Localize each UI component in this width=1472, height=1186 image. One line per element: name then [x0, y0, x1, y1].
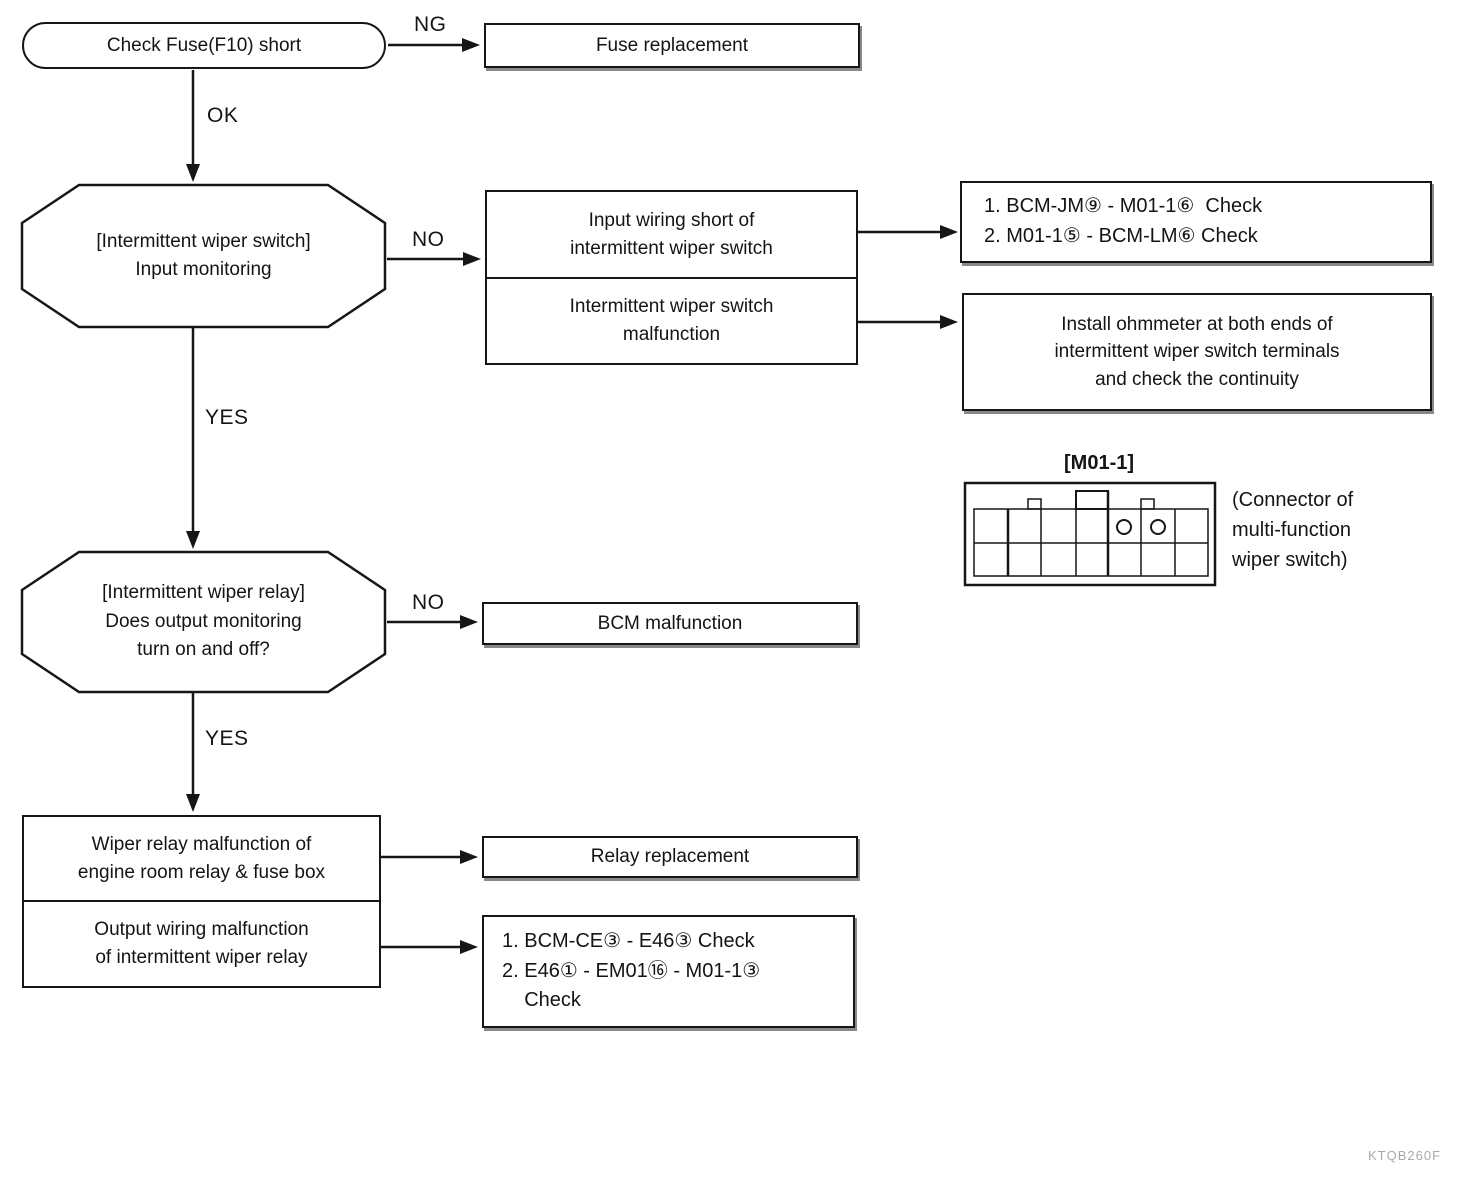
node-relay-replacement-label: Relay replacement [590, 846, 750, 868]
flow-arrows [186, 38, 958, 954]
check-input-wiring-line-1: 1. BCM-JM⑨ - M01-1⑥ Check [984, 195, 1263, 218]
node-check-input-wiring: 1. BCM-JM⑨ - M01-1⑥ Check 2. M01-1⑤ - BC… [960, 181, 1432, 263]
node-wiper-relay-malfunction-label: Wiper relay malfunction of engine room r… [77, 833, 326, 883]
node-input-monitoring-label: [Intermittent wiper switch] Input monito… [96, 230, 311, 281]
connector-title: [M01-1] [1064, 452, 1135, 474]
node-output-wiring-malfunction-label: Output wiring malfunction of intermitten… [94, 919, 309, 968]
check-input-wiring-line-2: 2. M01-1⑤ - BCM-LM⑥ Check [984, 225, 1258, 247]
node-check-fuse-label: Check Fuse(F10) short [106, 34, 302, 56]
node-input-wiring-short-label: Input wiring short of intermittent wiper… [570, 209, 773, 259]
node-relay-replacement: Relay replacement [482, 836, 858, 878]
check-output-wiring-line-3: Check [502, 989, 581, 1012]
node-output-wiring-malfunction: Output wiring malfunction of intermitten… [22, 900, 381, 988]
node-input-wiring-short: Input wiring short of intermittent wiper… [485, 190, 858, 279]
edge-label-ng: NG [414, 13, 447, 36]
connector-caption: (Connector of multi-function wiper switc… [1232, 489, 1354, 571]
edge-label-ok: OK [207, 104, 239, 127]
edge-label-no-relay: NO [412, 591, 445, 614]
node-switch-malfunction-label: Intermittent wiper switch malfunction [569, 296, 774, 345]
node-ohmmeter-label: Install ohmmeter at both ends of intermi… [1054, 313, 1340, 390]
edge-label-yes-relay: YES [205, 727, 249, 750]
edge-label-yes-input: YES [205, 406, 249, 429]
node-bcm-malfunction-label: BCM malfunction [597, 612, 743, 634]
figure-code: KTQB260F [1368, 1148, 1442, 1163]
node-output-monitoring: [Intermittent wiper relay] Does output m… [22, 552, 385, 692]
check-output-wiring-line-1: 1. BCM-CE③ - E46③ Check [502, 930, 755, 953]
connector-diagram [963, 481, 1217, 587]
node-ohmmeter: Install ohmmeter at both ends of intermi… [962, 293, 1432, 411]
node-output-monitoring-label: [Intermittent wiper relay] Does output m… [102, 582, 305, 661]
node-input-monitoring: [Intermittent wiper switch] Input monito… [22, 185, 385, 327]
edge-label-no-input: NO [412, 228, 445, 251]
node-fuse-replacement: Fuse replacement [484, 23, 860, 68]
node-switch-malfunction: Intermittent wiper switch malfunction [485, 277, 858, 365]
node-check-output-wiring: 1. BCM-CE③ - E46③ Check 2. E46① - EM01⑯ … [482, 915, 855, 1028]
node-wiper-relay-malfunction: Wiper relay malfunction of engine room r… [22, 815, 381, 902]
node-fuse-replacement-label: Fuse replacement [595, 34, 749, 56]
node-check-fuse: Check Fuse(F10) short [22, 22, 386, 69]
check-output-wiring-line-2: 2. E46① - EM01⑯ - M01-1③ [502, 959, 761, 982]
node-bcm-malfunction: BCM malfunction [482, 602, 858, 645]
